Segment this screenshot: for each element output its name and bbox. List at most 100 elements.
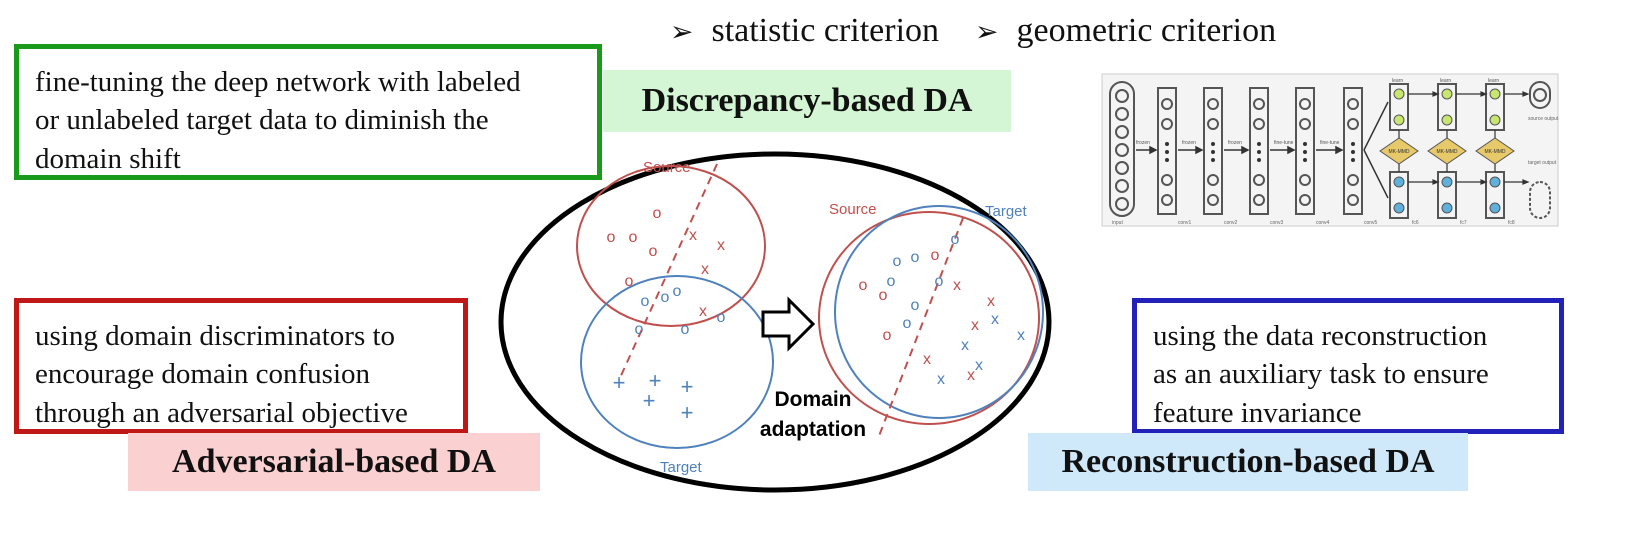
source-x-marker: x <box>953 277 961 294</box>
mk-mmd-diamonds: MK-MMD MK-MMD MK-MMD <box>1379 137 1515 165</box>
adversarial-description-line: using domain discriminators to <box>35 320 396 352</box>
source-output-node <box>1529 81 1551 109</box>
target-label-before: Target <box>660 459 703 476</box>
reconstruction-description-line: as an auxiliary task to ensure <box>1153 358 1489 391</box>
target-x-marker: x <box>961 337 969 354</box>
source-x-marker: x <box>923 351 931 368</box>
target-plus-marker: + <box>643 388 656 413</box>
criteria-line: ➢ statistic criterion ➢ geometric criterion <box>670 12 1276 50</box>
reconstruction-description-line: using the data reconstruction <box>1153 320 1488 352</box>
source-circle-marker: o <box>625 273 634 290</box>
source-circle-marker: o <box>649 243 658 260</box>
arrow-bullet-icon: ➢ <box>670 15 694 48</box>
target-circle-marker: o <box>935 273 944 290</box>
transfer-label: fine-tune <box>1320 140 1340 146</box>
target-circle-marker: o <box>893 253 902 270</box>
target-circle-marker: o <box>887 273 896 290</box>
reconstruction-description-line: feature invariance <box>1153 396 1362 429</box>
target-x-marker: x <box>991 311 999 328</box>
target-circle-marker: o <box>717 309 726 326</box>
network-architecture-diagram: frozen frozen frozen fine-tune fine-tune… <box>1101 73 1559 227</box>
target-circle-marker: o <box>681 321 690 338</box>
marker-group-before: o o o o o x x x x o o o o o o + + + + + <box>607 205 726 425</box>
source-circle-marker: o <box>879 287 888 304</box>
transfer-label: learn <box>1488 78 1499 84</box>
caption-line: Domain <box>774 388 851 411</box>
source-label-after: Source <box>829 201 877 218</box>
source-domain-circle-after <box>818 211 1040 425</box>
target-x-marker: x <box>937 371 945 388</box>
layer-label: conv4 <box>1316 220 1330 226</box>
target-plus-marker: + <box>649 368 662 393</box>
decision-boundary-after <box>878 217 964 437</box>
reconstruction-description-box: using the data reconstruction as an auxi… <box>1132 298 1564 434</box>
source-x-marker: x <box>971 317 979 334</box>
transfer-label: learn <box>1392 78 1403 84</box>
target-circle-marker: o <box>661 289 670 306</box>
layer-label: conv5 <box>1364 220 1378 226</box>
source-x-marker: x <box>689 227 697 244</box>
target-circle-marker: o <box>911 297 920 314</box>
criterion-geometric: geometric criterion <box>1016 12 1277 49</box>
target-plus-marker: + <box>681 374 694 399</box>
adversarial-description-box: using domain discriminators to encourage… <box>14 298 468 434</box>
target-circle-marker: o <box>635 321 644 338</box>
source-label-before: Source <box>643 159 691 176</box>
target-plus-marker: + <box>681 400 694 425</box>
layer-label: fc6 <box>1412 220 1419 226</box>
conv-layers <box>1157 87 1363 215</box>
target-circle-marker: o <box>951 231 960 248</box>
mk-mmd-label: MK-MMD <box>1436 149 1457 155</box>
source-x-marker: x <box>967 367 975 384</box>
target-circle-marker: o <box>911 249 920 266</box>
discrepancy-label: Discrepancy-based DA <box>603 70 1011 132</box>
source-circle-marker: o <box>859 277 868 294</box>
source-x-marker: x <box>699 303 707 320</box>
target-circle-marker: o <box>641 293 650 310</box>
layer-label: conv1 <box>1178 220 1192 226</box>
target-domain-circle-before <box>580 275 774 449</box>
adversarial-description-line: encourage domain confusion <box>35 358 371 391</box>
decision-boundary-before <box>618 163 718 381</box>
mk-mmd-label: MK-MMD <box>1388 149 1409 155</box>
target-circle-marker: o <box>903 315 912 332</box>
transfer-label: fine-tune <box>1274 140 1294 146</box>
mk-mmd-label: MK-MMD <box>1484 149 1505 155</box>
marker-group-after: o o o o o o o o o o o x x x x x x x x x … <box>859 231 1025 388</box>
layer-label: fc7 <box>1460 220 1467 226</box>
input-layer <box>1109 81 1135 217</box>
source-circle-marker: o <box>931 247 940 264</box>
discrepancy-description-box: fine-tuning the deep network with labele… <box>14 44 602 180</box>
criterion-statistic: statistic criterion <box>711 12 940 49</box>
layer-label: fc8 <box>1508 220 1515 226</box>
discrepancy-description-line: domain shift <box>35 142 181 175</box>
reconstruction-label: Reconstruction-based DA <box>1028 433 1468 491</box>
output-label: target output <box>1528 160 1557 166</box>
source-domain-circle-before <box>576 165 766 327</box>
source-circle-marker: o <box>653 205 662 222</box>
caption-line: adaptation <box>760 418 866 441</box>
arrow-bullet-icon: ➢ <box>975 15 999 48</box>
source-circle-marker: o <box>629 229 638 246</box>
discrepancy-description-line: or unlabeled target data to diminish the <box>35 104 489 137</box>
source-circle-marker: o <box>883 327 892 344</box>
layer-label: conv3 <box>1270 220 1284 226</box>
transfer-label: learn <box>1440 78 1451 84</box>
transfer-label: frozen <box>1136 140 1150 146</box>
transfer-label: frozen <box>1228 140 1242 146</box>
adversarial-label: Adversarial-based DA <box>128 433 540 491</box>
target-domain-circle-after <box>834 205 1044 419</box>
output-label: source output <box>1528 116 1559 122</box>
target-label-after: Target <box>985 203 1028 220</box>
target-plus-marker: + <box>613 370 626 395</box>
fc-layers <box>1389 83 1505 219</box>
target-x-marker: x <box>1017 327 1025 344</box>
target-circle-marker: o <box>673 283 682 300</box>
layer-label: conv2 <box>1224 220 1238 226</box>
source-x-marker: x <box>701 261 709 278</box>
target-output-node <box>1529 181 1551 219</box>
target-x-marker: x <box>975 357 983 374</box>
transfer-label: frozen <box>1182 140 1196 146</box>
domain-adaptation-illustration: Source Target o o o o o x x x x o o o o … <box>498 151 1052 493</box>
source-circle-marker: o <box>607 229 616 246</box>
